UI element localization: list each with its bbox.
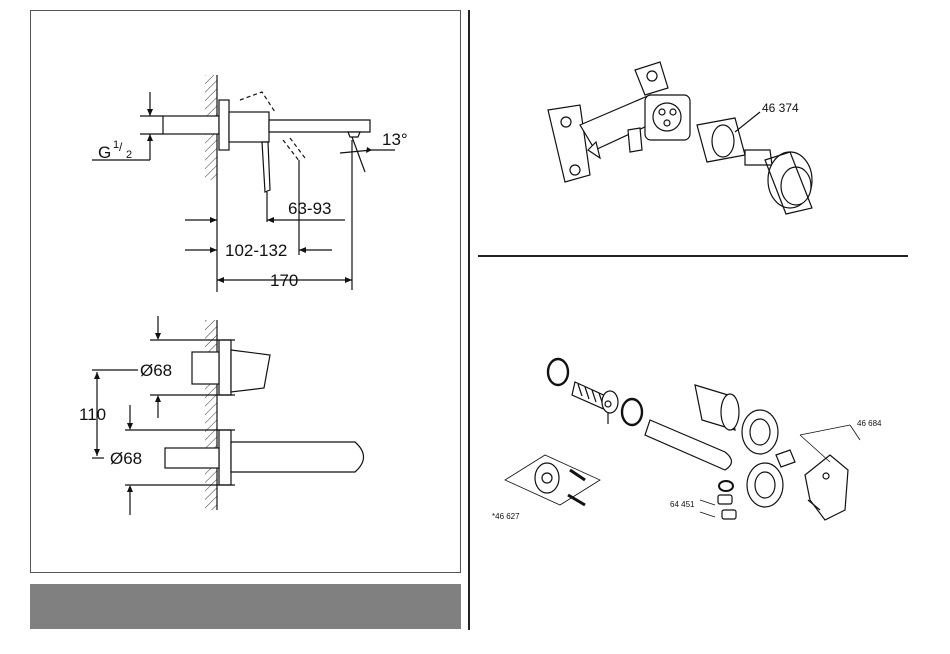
rosette-kit-part-number: *46 627: [492, 512, 520, 521]
cartridge-part-number: 46 374: [762, 101, 799, 115]
front-view: [92, 316, 364, 515]
mounting-bracket-left: [548, 105, 590, 182]
dim-170: 170: [270, 271, 298, 290]
lower-rosette: [219, 430, 231, 485]
thread-slash: /: [119, 140, 123, 154]
lever-part-number: 46 684: [857, 419, 882, 428]
dim-110: 110: [79, 405, 106, 424]
dim-lower-diameter: Ø68: [110, 449, 142, 468]
o-ring-large: [548, 359, 568, 385]
aerator-part-number: 64 451: [670, 500, 695, 509]
thread-label: G: [98, 143, 111, 162]
exploded-parts-illustration: [505, 359, 860, 520]
spout-swing-dashed: [283, 138, 305, 162]
concealed-body-illustration: [548, 62, 812, 214]
mixer-body: [229, 112, 269, 142]
o-ring-medium: [622, 399, 642, 425]
dim-upper-diameter: Ø68: [140, 361, 172, 380]
dim-63-93: 63-93: [288, 199, 331, 218]
upper-rosette: [219, 340, 231, 395]
lever-handle-part: [805, 455, 848, 520]
aerator: [348, 132, 360, 137]
spout-front: [231, 442, 364, 472]
supply-pipe: [163, 116, 219, 134]
spout: [269, 120, 370, 132]
lever-front: [231, 350, 270, 392]
dim-102-132: 102-132: [225, 241, 287, 260]
lever-swing-dashed: [240, 92, 275, 112]
angle-label: 13°: [382, 130, 408, 149]
thread-den: 2: [126, 149, 132, 161]
spout-tube: [645, 420, 732, 470]
rosette-plate: [219, 100, 229, 150]
lever-handle: [262, 142, 270, 192]
